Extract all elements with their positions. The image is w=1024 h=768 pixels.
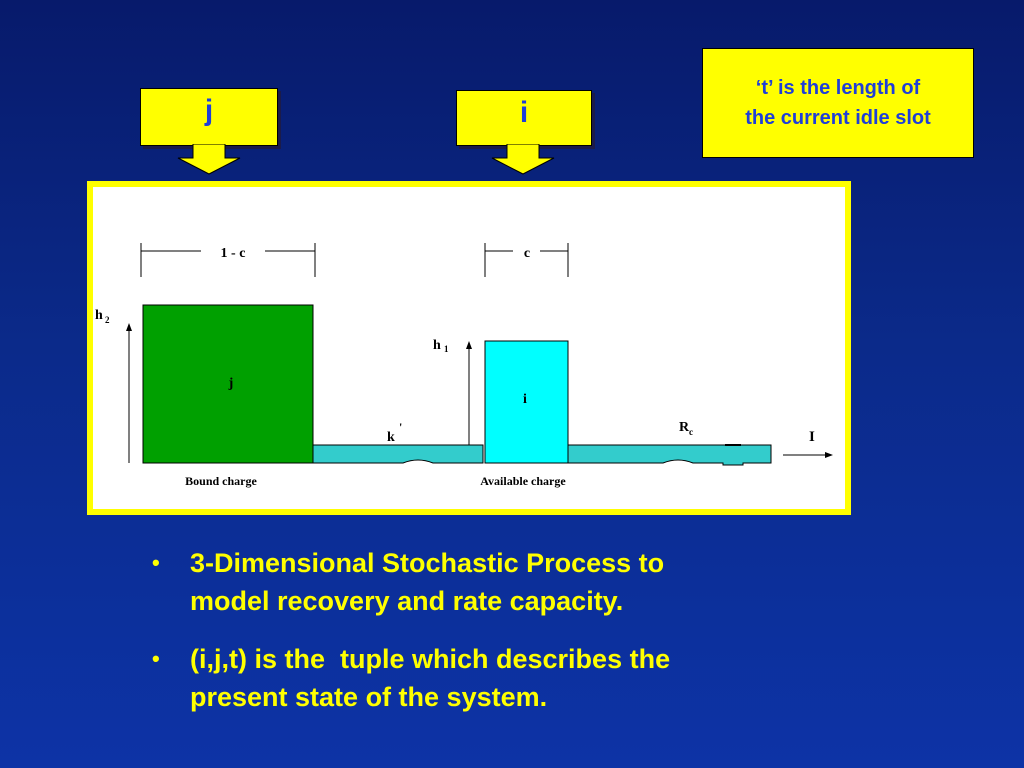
down-arrow-icon-i xyxy=(491,144,555,175)
current-arrowhead-icon xyxy=(825,452,833,458)
bound-charge-tank xyxy=(142,304,314,464)
note-line-1: ‘t’ is the length of xyxy=(755,77,921,99)
bullet-line: (i,j,t) is the tuple which describes the xyxy=(190,644,671,674)
k-label: k xyxy=(387,430,395,445)
i-tank-label: i xyxy=(523,392,527,407)
bullet-item: • 3-Dimensional Stochastic Process to mo… xyxy=(152,544,852,620)
bullet-line: 3-Dimensional Stochastic Process to xyxy=(190,548,665,578)
bullet-item: • (i,j,t) is the tuple which describes t… xyxy=(152,640,852,716)
bullet-line: model recovery and rate capacity. xyxy=(190,586,624,616)
note-line-2: the current idle slot xyxy=(745,107,931,129)
k-prime: ' xyxy=(399,420,402,434)
bullet-list: • 3-Dimensional Stochastic Process to mo… xyxy=(152,544,852,736)
i-label-text: i xyxy=(519,96,529,129)
idle-slot-note: ‘t’ is the length of the current idle sl… xyxy=(702,48,974,158)
j-label-box: j xyxy=(140,88,278,146)
available-width-dimension: c xyxy=(484,243,569,277)
current-label: I xyxy=(809,429,815,445)
h2-label: h xyxy=(95,308,103,323)
kibam-diagram: 1 - c c h 2 j k ' h 1 xyxy=(93,187,845,509)
rc-label: R xyxy=(679,420,690,435)
h1-arrowhead-icon xyxy=(466,341,472,349)
kibam-diagram-frame: 1 - c c h 2 j k ' h 1 xyxy=(87,181,851,515)
h2-arrowhead-icon xyxy=(126,323,132,331)
outlet-channel xyxy=(567,444,772,466)
bullet-dot-icon: • xyxy=(152,550,160,575)
available-charge-tank xyxy=(484,340,569,464)
h1-label: h xyxy=(433,338,441,353)
bound-width-label: 1 - c xyxy=(221,246,246,261)
available-width-label: c xyxy=(524,246,530,261)
available-charge-caption: Available charge xyxy=(480,474,566,488)
down-arrow-icon-j xyxy=(177,144,241,175)
bound-charge-caption: Bound charge xyxy=(185,474,257,488)
bullet-dot-icon: • xyxy=(152,646,160,671)
valve-channel xyxy=(312,444,484,464)
kibam-diagram-svg: 1 - c c h 2 j k ' h 1 xyxy=(95,243,833,488)
h2-subscript: 2 xyxy=(105,315,110,325)
i-label-box: i xyxy=(456,90,592,146)
h1-subscript: 1 xyxy=(444,344,449,354)
j-label-text: j xyxy=(204,94,214,127)
bound-width-dimension: 1 - c xyxy=(140,243,316,277)
j-tank-label: j xyxy=(228,376,234,391)
bullet-line: present state of the system. xyxy=(190,682,548,712)
rc-subscript: c xyxy=(689,427,693,437)
